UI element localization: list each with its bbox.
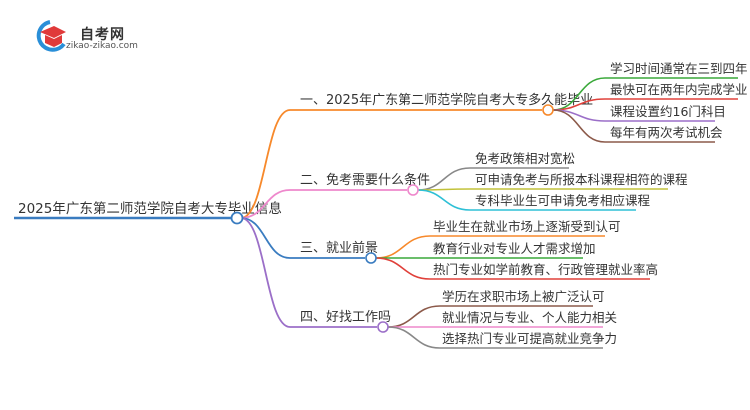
leaf-label: 课程设置约16门科目	[610, 104, 726, 119]
leaf-label: 学习时间通常在三到四年	[610, 61, 748, 76]
leaf-label: 就业情况与专业、个人能力相关	[442, 310, 617, 325]
leaf-label: 毕业生在就业市场上逐渐受到认可	[433, 219, 621, 234]
leaf-connector	[387, 305, 441, 328]
leaf-connector	[417, 189, 471, 211]
branch-label: 四、好找工作吗	[300, 310, 391, 325]
branch-label: 二、免考需要什么条件	[300, 172, 430, 188]
leaf-label: 每年有两次考试机会	[610, 125, 723, 140]
branch-label: 一、2025年广东第二师范学院自考大专多久能毕业	[300, 92, 593, 108]
branch-4: 四、好找工作吗 学历在求职市场上被广泛认可就业情况与专业、个人能力相关选择热门专业…	[240, 217, 617, 349]
leaf-label: 选择热门专业可提高就业竞争力	[442, 331, 617, 346]
leaf-connector	[387, 326, 441, 349]
branch-node-circle	[407, 184, 419, 196]
leaf-connector	[552, 109, 606, 143]
leaf-connector	[375, 257, 431, 280]
branch-connector	[240, 217, 291, 259]
graduation-cap-icon	[36, 20, 66, 52]
branch-2: 二、免考需要什么条件 免考政策相对宽松可申请免考与所报本科课程相符的课程专科毕业生…	[240, 151, 688, 219]
branch-node-circle	[365, 252, 377, 264]
leaf-label: 教育行业对专业人才需求增加	[433, 241, 596, 256]
logo-title: 自考网	[80, 27, 125, 43]
branch-connector	[240, 189, 291, 219]
leaf-label: 专科毕业生可申请免考相应课程	[475, 193, 651, 208]
branch-3: 三、就业前景 毕业生在就业市场上逐渐受到认可教育行业对专业人才需求增加热门专业如学…	[240, 217, 658, 280]
root-node-circle	[230, 211, 244, 225]
leaf-connector	[375, 235, 431, 259]
leaf-label: 免考政策相对宽松	[475, 151, 575, 166]
branch-label: 三、就业前景	[300, 240, 378, 256]
branch-connector	[240, 217, 291, 328]
branch-1: 一、2025年广东第二师范学院自考大专多久能毕业 学习时间通常在三到四年最快可在两…	[240, 61, 748, 219]
branch-node-circle	[377, 321, 389, 333]
leaf-label: 学历在求职市场上被广泛认可	[442, 289, 605, 304]
leaf-label: 热门专业如学前教育、行政管理就业率高	[433, 262, 658, 277]
logo	[30, 18, 140, 54]
leaf-label: 最快可在两年内完成学业	[610, 82, 748, 97]
leaf-label: 可申请免考与所报本科课程相符的课程	[475, 172, 688, 187]
branch-node-circle	[542, 104, 554, 116]
branch-connector	[240, 109, 291, 219]
root-label: 2025年广东第二师范学院自考大专毕业信息	[18, 200, 282, 217]
logo-url: zikao-zikao.com	[66, 41, 138, 51]
